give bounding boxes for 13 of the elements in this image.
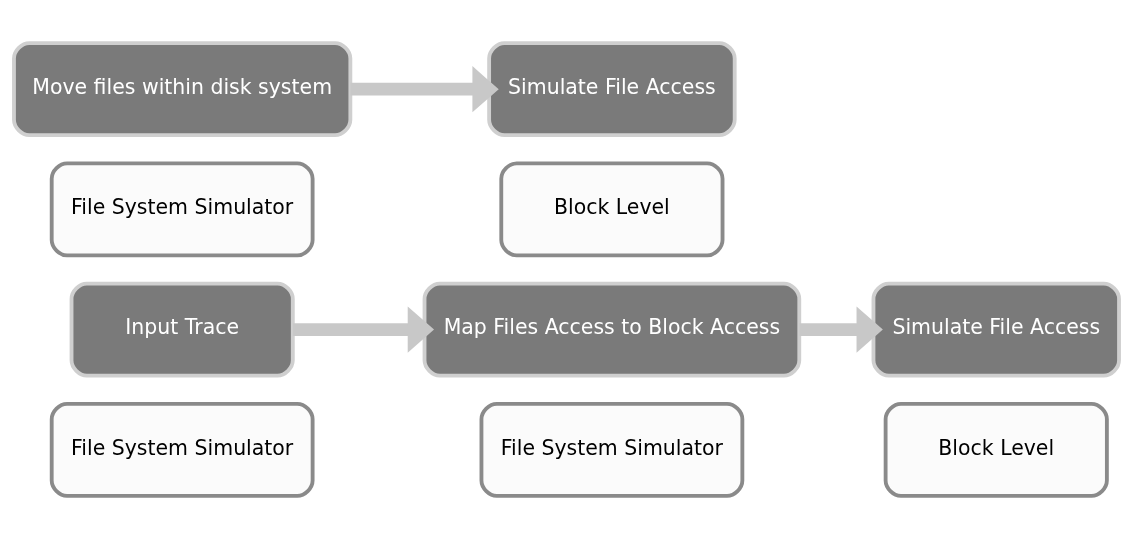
node-box: Move files within disk system <box>12 40 353 137</box>
node-box: File System Simulator <box>49 401 315 498</box>
node-box: Block Level <box>883 401 1109 498</box>
node-box: Map Files Access to Block Access <box>422 281 802 378</box>
node-box: File System Simulator <box>49 160 315 257</box>
arrow <box>799 306 883 353</box>
node-box: Block Level <box>499 160 725 257</box>
node-box: Simulate File Access <box>487 40 737 137</box>
arrow <box>292 306 435 353</box>
arrow <box>350 65 499 112</box>
node-box: File System Simulator <box>479 401 745 498</box>
node-box: Input Trace <box>69 281 295 378</box>
node-box: Simulate File Access <box>871 281 1121 378</box>
